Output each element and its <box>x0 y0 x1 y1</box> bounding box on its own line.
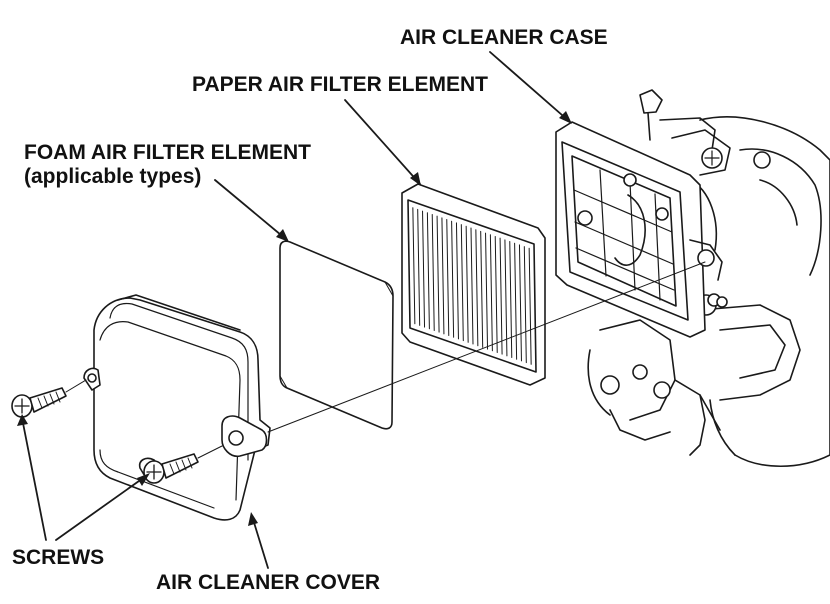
filter-pleat <box>412 207 416 325</box>
filter-pleat <box>451 220 455 338</box>
filter-pleat <box>441 217 445 335</box>
label-foam-air-filter-element: FOAM AIR FILTER ELEMENT (applicable type… <box>24 141 311 189</box>
leader-cover <box>251 515 269 569</box>
filter-pleat <box>504 239 508 357</box>
foam-air-filter-element <box>279 240 394 430</box>
filter-pleat <box>455 222 459 340</box>
assembly-axis-lines <box>65 261 706 459</box>
leader-case <box>489 51 571 123</box>
label-foam-title: FOAM AIR FILTER ELEMENT <box>24 141 311 164</box>
filter-pleat <box>514 242 518 360</box>
filter-pleat <box>480 230 484 348</box>
screw-lower <box>143 453 199 484</box>
filter-pleat <box>489 234 493 352</box>
leader-screws-2 <box>55 475 147 541</box>
label-foam-applicable-types: (applicable types) <box>24 165 202 188</box>
filter-pleat <box>426 212 430 330</box>
leader-screws-1 <box>21 417 47 541</box>
filter-pleat <box>485 232 489 350</box>
label-paper-air-filter-element: PAPER AIR FILTER ELEMENT <box>192 73 488 96</box>
air-cleaner-cover <box>83 294 271 521</box>
filter-pleat <box>494 235 498 353</box>
filter-pleat <box>470 227 474 345</box>
leader-arrowheads <box>17 111 572 526</box>
filter-pleat <box>509 241 513 359</box>
filter-pleat <box>499 237 503 355</box>
leader-paper <box>344 99 421 185</box>
filter-pleat <box>518 244 522 362</box>
filter-pleat <box>436 215 440 333</box>
filter-pleat <box>431 213 435 331</box>
label-air-cleaner-cover: AIR CLEANER COVER <box>156 571 381 594</box>
filter-pleat <box>417 208 421 326</box>
leader-lines <box>21 51 571 569</box>
filter-pleat <box>465 225 469 343</box>
air-cleaner-case <box>555 121 723 338</box>
paper-air-filter-element <box>401 183 546 386</box>
label-screws: SCREWS <box>12 546 105 569</box>
filter-pleat <box>475 229 479 347</box>
screw-upper <box>11 387 67 418</box>
filter-pleat <box>422 210 426 328</box>
filter-pleat <box>460 224 464 342</box>
leader-foam <box>214 179 288 241</box>
label-air-cleaner-case: AIR CLEANER CASE <box>400 26 608 49</box>
filter-pleat <box>528 247 532 365</box>
filter-pleat <box>523 246 527 364</box>
filter-pleat <box>446 219 450 337</box>
engine-body <box>587 89 830 467</box>
